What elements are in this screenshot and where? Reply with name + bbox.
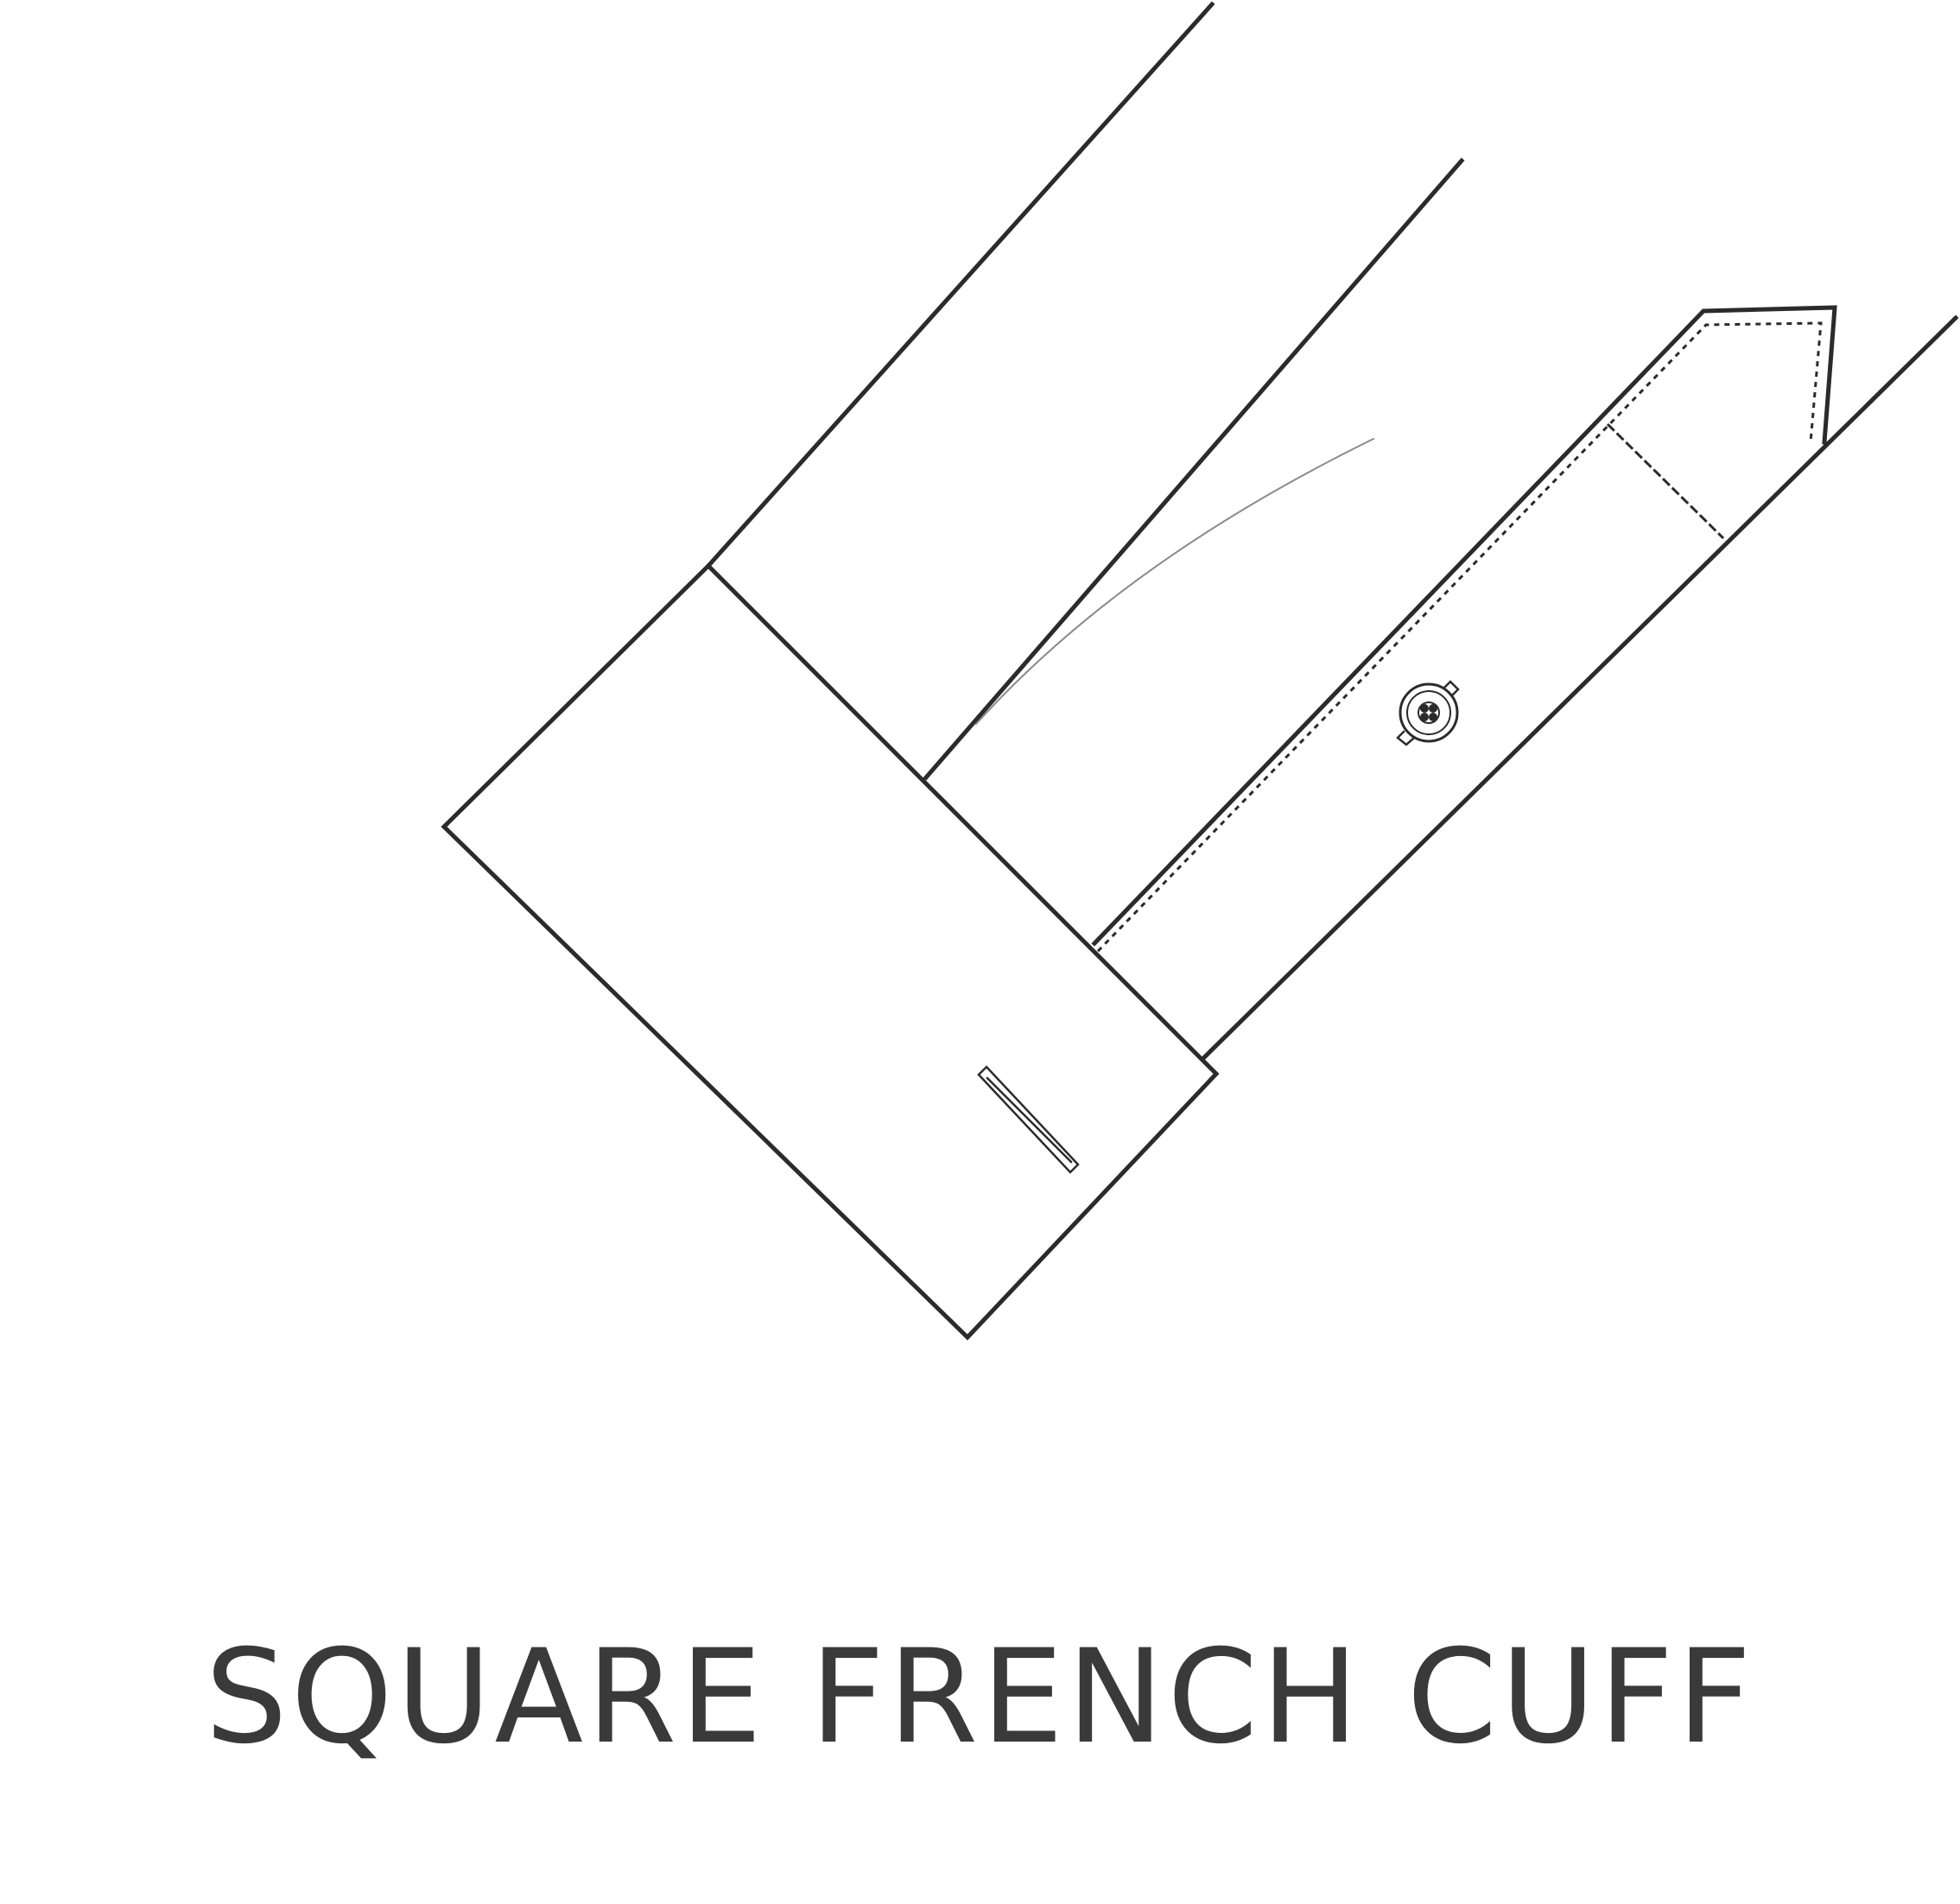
sleeve xyxy=(705,1,1959,1062)
cuff xyxy=(441,562,1220,1341)
sleeve-placket xyxy=(1091,305,1837,953)
placket-outline xyxy=(1091,305,1837,947)
sleeve-edge-left xyxy=(705,1,1215,569)
cufflink-buttonhole xyxy=(977,1065,1080,1174)
placket-box-stitch xyxy=(1606,422,1725,540)
placket-stitching xyxy=(1096,321,1823,953)
caption-title: SQUARE FRENCH CUFF xyxy=(205,1622,1755,1773)
placket-button xyxy=(1396,680,1460,746)
sleeve-fold-crease xyxy=(974,437,1375,726)
cuff-outline xyxy=(441,562,1220,1341)
sleeve-edge-right xyxy=(1200,314,1959,1062)
sleeve-edge-middle xyxy=(923,157,1465,781)
